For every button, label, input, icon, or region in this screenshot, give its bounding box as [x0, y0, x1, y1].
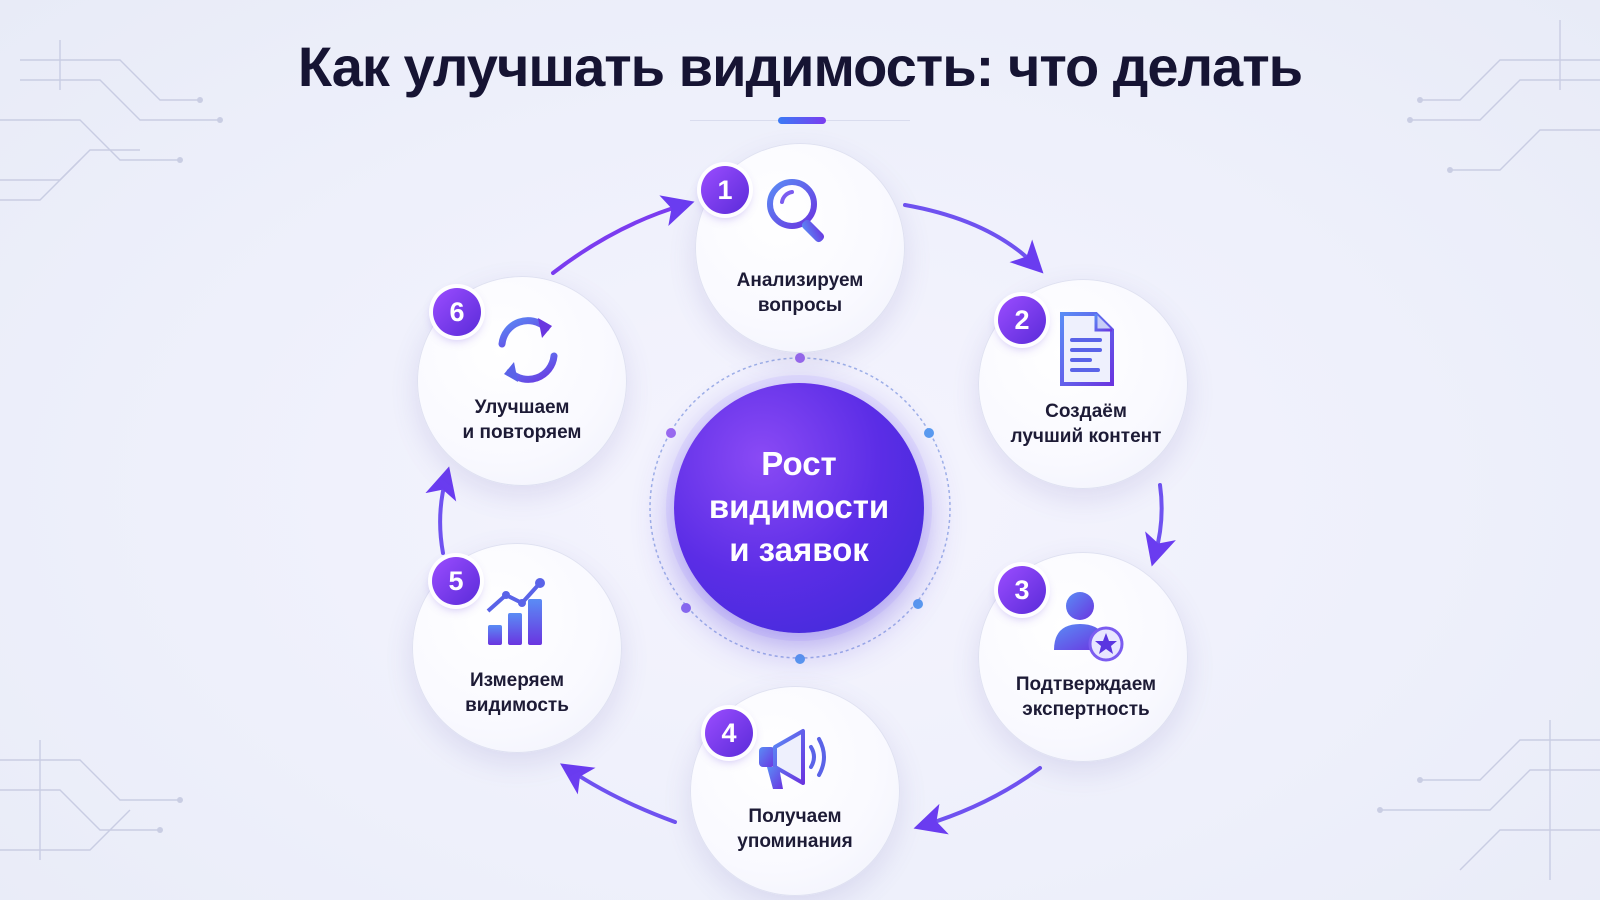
step-3-line-1: Подтверждаем	[1015, 674, 1157, 695]
step-2-label: Создаём лучший контент	[986, 399, 1186, 449]
step-4-line-1: Получаем	[748, 806, 842, 827]
arrow-1-to-2	[903, 203, 1044, 274]
step-2-badge: 2	[998, 296, 1046, 344]
step-2-line-2: лучший контент	[1010, 426, 1162, 447]
arrow-6-to-1	[551, 195, 695, 275]
step-6-line-2: и повторяем	[462, 422, 582, 443]
step-2-line-1: Создаём	[1045, 401, 1127, 422]
step-5-badge: 5	[432, 557, 480, 605]
document-icon	[1060, 312, 1114, 386]
step-1-badge: 1	[701, 166, 749, 214]
step-6-badge: 6	[433, 288, 481, 336]
center-label: Рост видимости и заявок	[674, 442, 924, 571]
step-3-badge: 3	[998, 566, 1046, 614]
magnifier-icon	[767, 179, 825, 243]
step-3-line-2: экспертность	[1022, 699, 1150, 720]
step-4-badge: 4	[705, 709, 753, 757]
arrow-5-to-6	[425, 466, 457, 555]
step-4-line-2: упоминания	[737, 831, 853, 852]
step-5-label: Измеряем видимость	[417, 668, 617, 718]
center-line-1: Рост	[761, 445, 837, 482]
step-3-label: Подтверждаем экспертность	[986, 672, 1186, 722]
page-title: Как улучшать видимость: что делать	[297, 35, 1303, 98]
center-circle	[674, 383, 924, 633]
bar-chart-icon	[486, 578, 545, 645]
step-6-line-1: Улучшаем	[474, 397, 570, 418]
center-line-3: и заявок	[729, 531, 869, 568]
step-6-label: Улучшаем и повторяем	[422, 395, 622, 445]
arrow-2-to-3	[1145, 483, 1176, 567]
step-5-line-2: видимость	[465, 695, 569, 716]
arrow-3-to-4	[913, 766, 1042, 835]
step-5-line-1: Измеряем	[469, 670, 565, 691]
arrow-4-to-5	[560, 763, 677, 824]
refresh-icon	[498, 317, 558, 383]
title-accent-bar	[778, 117, 826, 124]
circuit-decoration	[0, 20, 1600, 880]
step-1-label: Анализируем вопросы	[700, 268, 900, 318]
center-line-2: видимости	[708, 488, 890, 525]
user-star-icon	[1054, 592, 1124, 662]
step-1-line-1: Анализируем	[736, 270, 864, 291]
step-1-line-2: вопросы	[757, 295, 843, 316]
orbit-dots	[666, 353, 934, 664]
megaphone-icon	[759, 729, 826, 789]
step-4-label: Получаем упоминания	[695, 804, 895, 854]
